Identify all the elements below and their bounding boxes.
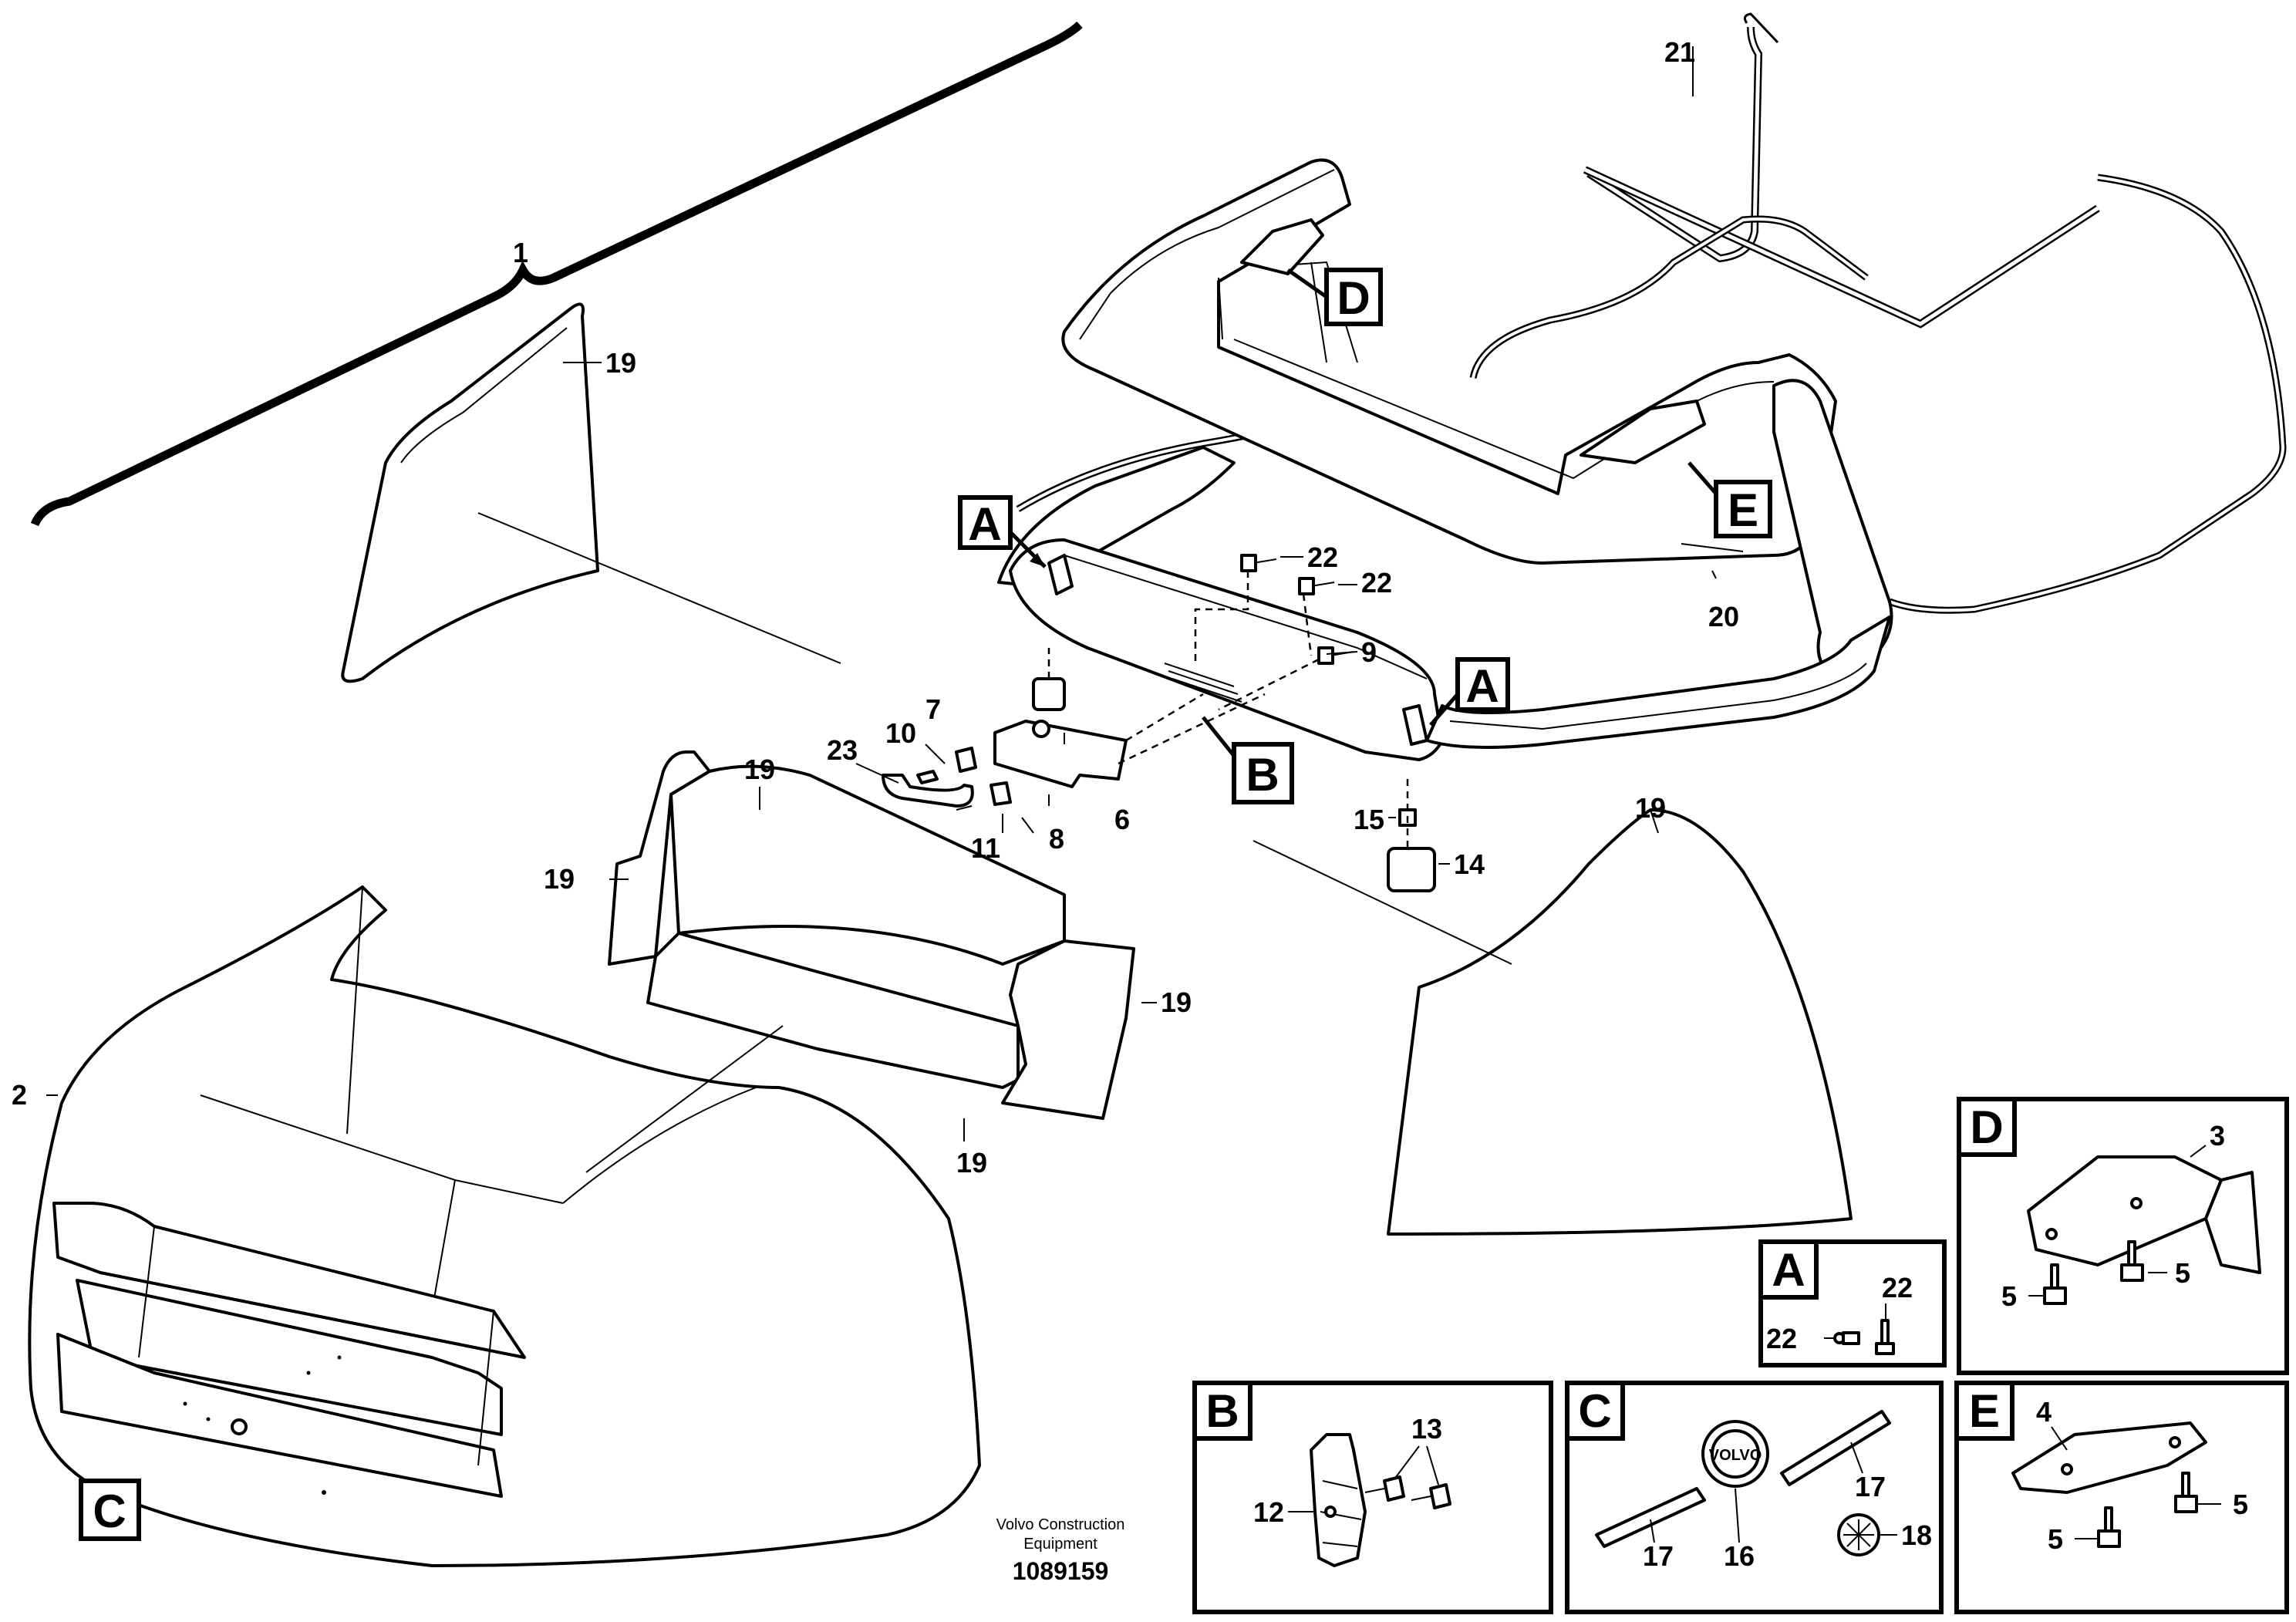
detail-e-callout-5-right: 5: [2233, 1489, 2248, 1520]
callout-6: 6: [1114, 804, 1130, 835]
insulation-mats: [608, 750, 1135, 1120]
callout-2: 2: [12, 1079, 27, 1111]
footer-company-line1: Volvo Construction: [996, 1516, 1125, 1533]
view-markers: A A B C D E: [79, 268, 1772, 1541]
detail-e-callout-5-left: 5: [2048, 1523, 2063, 1555]
callout-23: 23: [827, 734, 858, 766]
callout-14: 14: [1454, 848, 1485, 880]
detail-box-e: E 4 5 5: [1954, 1381, 2289, 1614]
callout-19-center-top: 19: [744, 754, 775, 785]
detail-b-label: B: [1205, 1385, 1239, 1437]
callout-11: 11: [971, 832, 1000, 864]
callout-20: 20: [1708, 601, 1739, 632]
detail-c-callout-16: 16: [1724, 1540, 1755, 1572]
callout-15: 15: [1354, 804, 1384, 835]
upper-cab-frame: [1061, 158, 1893, 680]
side-panel-left-upper: [341, 302, 599, 683]
callout-10: 10: [885, 717, 916, 749]
view-marker-a-left: A: [968, 498, 1001, 550]
view-marker-b: B: [1246, 749, 1279, 801]
detail-d-callout-3: 3: [2210, 1120, 2225, 1152]
detail-box-a: A 22 22: [1758, 1239, 1947, 1367]
detail-box-c: C VOLVO 16 17 17 18: [1565, 1381, 1944, 1614]
callout-19-center-bottom: 19: [956, 1147, 987, 1179]
callout-1: 1: [513, 237, 528, 268]
detail-a-callout-22-left: 22: [1766, 1323, 1797, 1354]
front-lower-frame: [997, 446, 1891, 761]
latch-assembly: [882, 693, 1266, 811]
detail-e-callout-4: 4: [2036, 1396, 2052, 1428]
callout-7: 7: [925, 693, 941, 725]
callout-19-upper-left: 19: [605, 347, 636, 379]
view-marker-c: C: [93, 1485, 126, 1537]
callout-19-center-right: 19: [1161, 986, 1192, 1018]
callout-22-b: 22: [1361, 567, 1392, 599]
detail-d-callout-5-left: 5: [2001, 1280, 2017, 1312]
callout-19-center-left: 19: [544, 863, 575, 895]
footer-company-line2: Equipment: [1023, 1536, 1097, 1553]
detail-a-label: A: [1772, 1244, 1805, 1296]
detail-box-d: D 3 5 5: [1957, 1097, 2289, 1375]
detail-box-b: B 12 13: [1192, 1381, 1553, 1614]
leader-lines: [46, 46, 1744, 1173]
view-marker-d: D: [1337, 272, 1370, 324]
callout-9: 9: [1361, 636, 1377, 668]
detail-b-callout-12: 12: [1253, 1496, 1284, 1528]
callout-labels: 1 19 21 20 22 22 9 19 15 14 19 7 10 23 6…: [12, 36, 1739, 1179]
detail-c-callout-18: 18: [1901, 1519, 1932, 1551]
side-panel-right-lower: [1387, 808, 1853, 1236]
detail-c-label: C: [1578, 1385, 1611, 1437]
detail-d-label: D: [1970, 1101, 2003, 1153]
fasteners-group: [1032, 554, 1436, 892]
drawing-footer: Volvo Construction Equipment 1089159: [996, 1516, 1125, 1585]
footer-drawing-number: 1089159: [1013, 1557, 1109, 1585]
callout-19-right: 19: [1635, 792, 1666, 824]
detail-d-callout-5-right: 5: [2175, 1257, 2190, 1289]
callout-22-a: 22: [1307, 541, 1338, 573]
detail-a-callout-22-right: 22: [1882, 1272, 1913, 1303]
detail-c-callout-17-right: 17: [1855, 1471, 1886, 1502]
view-marker-a-right: A: [1465, 660, 1499, 712]
view-marker-e: E: [1728, 484, 1758, 536]
front-cover: [28, 885, 981, 1567]
wiring-harness: [1583, 12, 2100, 329]
detail-e-label: E: [1969, 1385, 2000, 1437]
callout-21: 21: [1664, 36, 1695, 68]
callout-8: 8: [1049, 823, 1064, 855]
assembly-bracket-1: [30, 21, 1083, 527]
detail-b-callout-13: 13: [1411, 1413, 1442, 1445]
volvo-emblem-text: VOLVO: [1709, 1447, 1762, 1464]
detail-c-callout-17-left: 17: [1643, 1540, 1674, 1572]
